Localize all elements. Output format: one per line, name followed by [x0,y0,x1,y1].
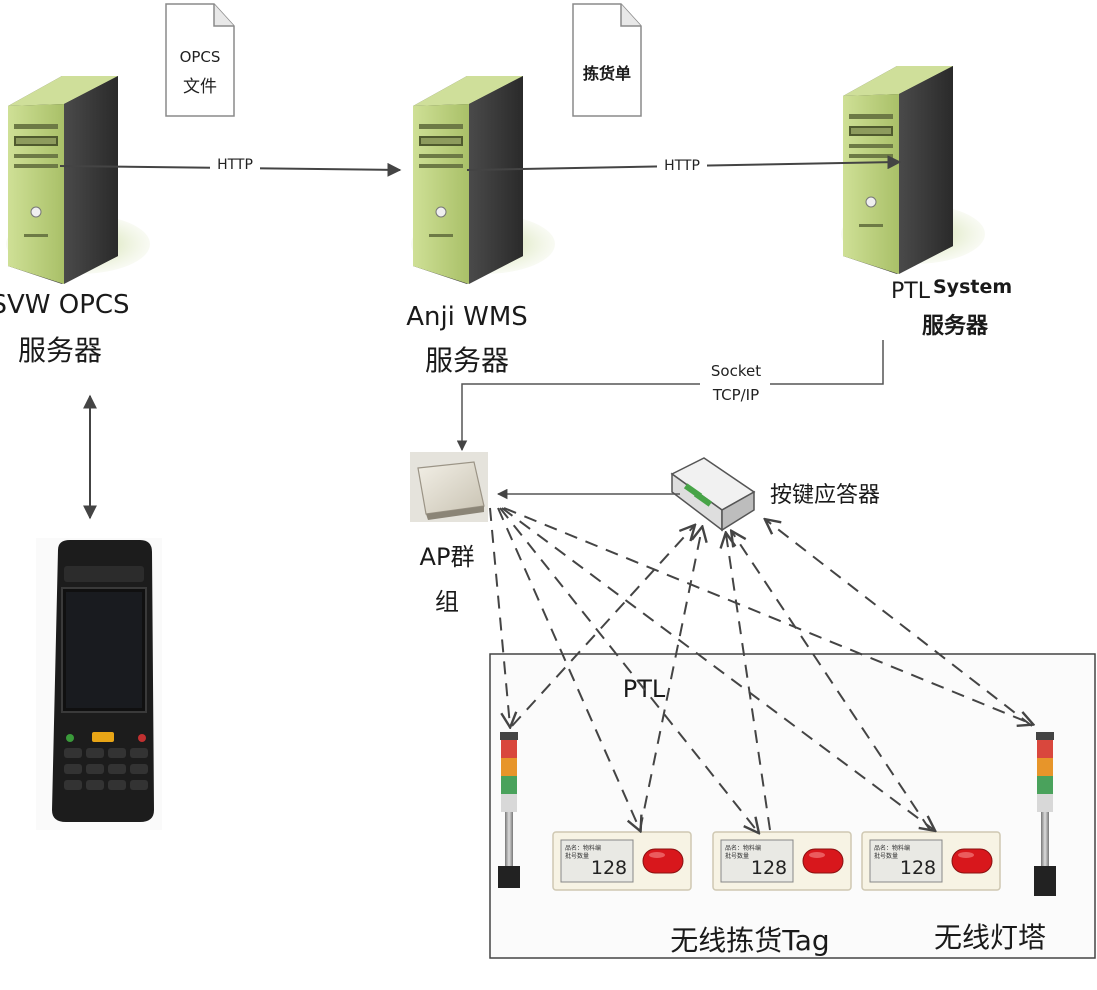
anji-wms-server: Anji WMS 服务器 [406,75,556,377]
light-tower-right [1034,732,1056,896]
ptl-server-label-1a: PTL [891,279,931,304]
pick-tag-confirm-button[interactable] [951,848,993,874]
pick-list-document: 拣货单 [572,3,642,117]
pick-tag-display: 128 [751,857,787,879]
light-tower-left [498,732,520,888]
tcpip-label: TCP/IP [712,386,759,404]
button-highlight [809,852,825,858]
opcs-file-document: OPCS 文件 [165,3,235,117]
svw-opcs-server: SVW OPCS 服务器 [0,75,151,367]
server-icon [5,75,151,285]
svw-server-label-2: 服务器 [18,334,102,367]
key-responder-label: 按键应答器 [770,483,880,508]
pick-tag-info-2: 批号数量 [874,852,898,860]
server-icon [410,75,556,285]
pick-tag-info-1: 品名：物料编 [725,844,761,852]
socket-label: Socket [711,362,761,380]
pick-tag-label: 无线拣货Tag [670,924,829,957]
handheld-terminal [36,538,162,830]
opcs-file-label-1: OPCS [180,48,221,66]
http-link-wms-ptl: HTTP [466,155,902,174]
wms-server-label-1: Anji WMS [406,302,528,332]
http-label-1: HTTP [217,157,253,173]
button-highlight [958,852,974,858]
ptl-server-label-2: 服务器 [922,314,989,339]
server-icon [840,65,986,275]
ap-group-label-2: 组 [435,588,459,616]
pick-tag-confirm-button[interactable] [642,848,684,874]
pick-list-label: 拣货单 [583,64,631,83]
ptl-area-box [489,653,1096,959]
ap-device [410,452,488,522]
light-tower-label: 无线灯塔 [934,921,1046,954]
pick-tag-info-2: 批号数量 [565,852,589,860]
ptl-server-label-1b: System [933,276,1012,298]
http-link-svw-wms: HTTP [59,156,402,177]
ap-group-label-1: AP群 [420,543,475,571]
pick-tag-display: 128 [900,857,936,879]
wireless-links [489,507,1032,832]
ptl-system-server: PTL System 服务器 [840,65,1012,339]
pick-tag-info-2: 批号数量 [725,852,749,860]
opcs-file-label-2: 文件 [183,77,217,97]
pick-tag-display: 128 [591,857,627,879]
wms-server-label-2: 服务器 [425,344,509,377]
pick-tag-info-1: 品名：物料编 [565,844,601,852]
pick-tag-confirm-button[interactable] [802,848,844,874]
key-responder-device [670,457,756,532]
svw-server-label-1: SVW OPCS [0,290,130,320]
http-label-2: HTTP [664,158,700,174]
button-highlight [649,852,665,858]
socket-link: Socket TCP/IP [456,340,884,452]
pick-tag-info-1: 品名：物料编 [874,844,910,852]
